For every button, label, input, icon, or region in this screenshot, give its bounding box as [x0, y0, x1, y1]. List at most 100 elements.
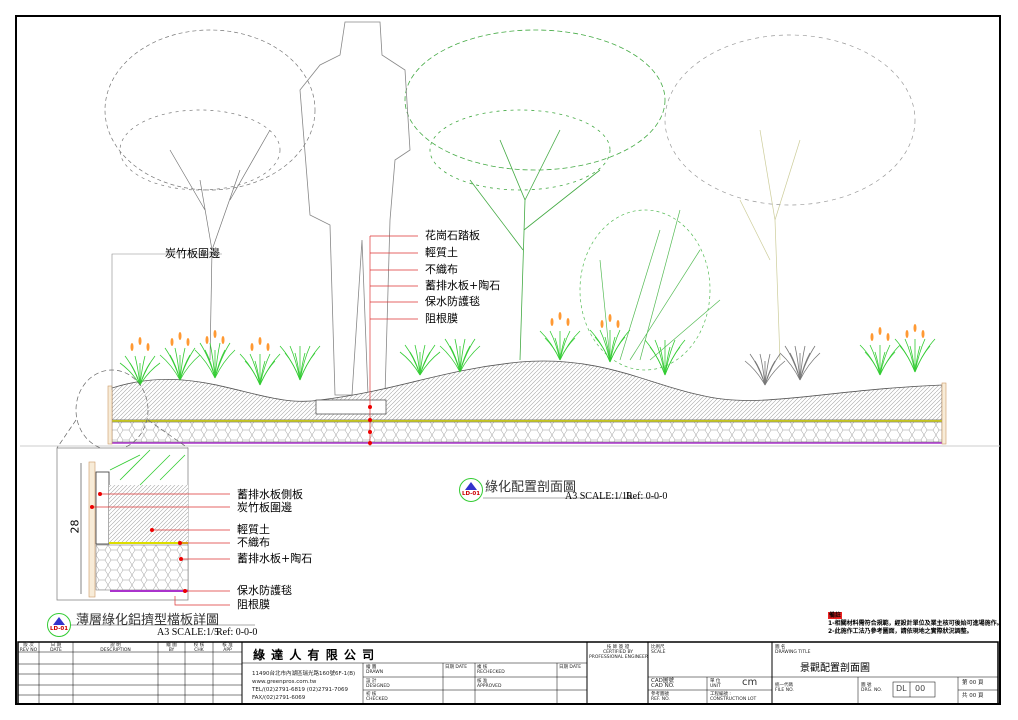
grass-blade [459, 345, 481, 373]
unit-value: cm [742, 677, 758, 688]
detail-leaders [92, 493, 230, 606]
note-2: 2-此施作工法乃參考圖面，請依現地之實際狀況調整。 [828, 628, 973, 635]
company-name: 綠 達 人 有 限 公 司 [253, 648, 376, 662]
grass-blade [609, 329, 621, 363]
grass-blade [139, 362, 161, 386]
company-website: www.greenpros.com.tw [252, 679, 317, 685]
layer-label-granite: 花崗石踏板 [425, 229, 480, 242]
company-fax: FAX/(02)2791-6069 [252, 695, 306, 701]
grass-blade [179, 347, 186, 381]
detail-label-mat: 保水防護毯 [237, 584, 292, 597]
flower-spikes [130, 312, 925, 351]
grass-blade [764, 360, 786, 386]
layer-label-drainage: 蓄排水板+陶石 [425, 279, 501, 292]
grass-blade [799, 352, 821, 381]
grass-blade [449, 345, 461, 373]
date-label-2: 日期 DATE [559, 665, 582, 670]
detail-badge-code: LD-01 [49, 626, 69, 632]
soil-mound [111, 360, 943, 421]
flower-spike [258, 337, 262, 345]
flower-spike [186, 338, 190, 346]
construction-lot-label: 工程編號 :CONSTRUCTION LOT [710, 692, 757, 702]
grass-blade [214, 342, 231, 379]
grass-blade [764, 353, 781, 386]
grass-blade [294, 352, 301, 381]
grass-blade [254, 360, 261, 386]
human-figure [299, 21, 411, 396]
grass-blade [649, 346, 666, 376]
layer-label-geotextile: 不織布 [425, 263, 458, 276]
detail-badge-triangle-icon [53, 617, 65, 625]
note-1: 1-相關材料需符合規範，經設計單位及業主核可後始可進場施作。 [828, 620, 1003, 627]
grass-blade [129, 362, 141, 386]
grass-blade [159, 354, 181, 381]
section-ref: Ref: 0-0-0 [626, 491, 668, 502]
notes-tag: 備註 [828, 612, 843, 619]
detail-badge: LD-01 [47, 613, 71, 637]
flower-spike [178, 332, 182, 340]
layer-label-root-barrier: 阻根膜 [425, 312, 458, 325]
grass-blade [664, 339, 686, 376]
grass-blade [459, 338, 466, 373]
grass-blade [169, 354, 181, 381]
grass-blade [204, 349, 216, 379]
grass-blade [139, 355, 146, 386]
grass-blade [664, 339, 676, 376]
grass-blade [179, 354, 201, 381]
flower-spike [138, 337, 142, 345]
detail-label-soil: 輕質土 [237, 523, 270, 536]
grass-blade [409, 351, 421, 376]
grass-blade [179, 347, 196, 381]
grass-blade [459, 338, 476, 373]
grass-blade [284, 352, 301, 381]
detail-label-side-board: 蓄排水板側板 [237, 488, 303, 501]
grass-blade [289, 345, 301, 381]
flower-spike [550, 318, 554, 326]
grass-blade [244, 360, 261, 386]
grass-blade [439, 345, 461, 373]
detail-ref: Ref: 0-0-0 [216, 627, 258, 638]
layer-label-light-soil: 輕質土 [425, 246, 458, 259]
granite-step [315, 399, 387, 415]
tree-left [104, 29, 316, 361]
grass-blade [419, 344, 426, 376]
flower-spike [558, 312, 562, 320]
company-address: 11490台北市內湖區瑞光路160號6F-1(B) [252, 671, 356, 677]
grass-blade [909, 345, 916, 373]
grass-blade [559, 330, 581, 361]
sheet-current: 第 00 頁 [962, 680, 984, 686]
grass-blade [779, 352, 801, 381]
detail-title: 薄層綠化鋁擠型檔板詳圖 [76, 613, 220, 628]
layer-label-mat: 保水防護毯 [425, 295, 480, 308]
grass-blade [914, 338, 926, 373]
date-label-1: 日期 DATE [445, 665, 468, 670]
grass-blade [874, 351, 881, 376]
grass-blade [559, 330, 571, 361]
sheet-total: 共 00 頁 [962, 693, 984, 699]
flower-spike [886, 333, 890, 341]
grass-blade [214, 342, 221, 379]
tree-center [404, 29, 666, 361]
grass-blade [194, 349, 216, 379]
grass-blade [799, 345, 806, 381]
grass-blade [419, 344, 436, 376]
tree-right [664, 34, 916, 361]
section-leaders [369, 235, 418, 446]
flower-spike [921, 330, 925, 338]
grass-blade [399, 351, 421, 376]
flower-spike [600, 320, 604, 328]
section-badge: LD-01 [459, 478, 483, 502]
company-tel: TEL/(02)2791-6819 (02)2791-7069 [252, 687, 349, 693]
